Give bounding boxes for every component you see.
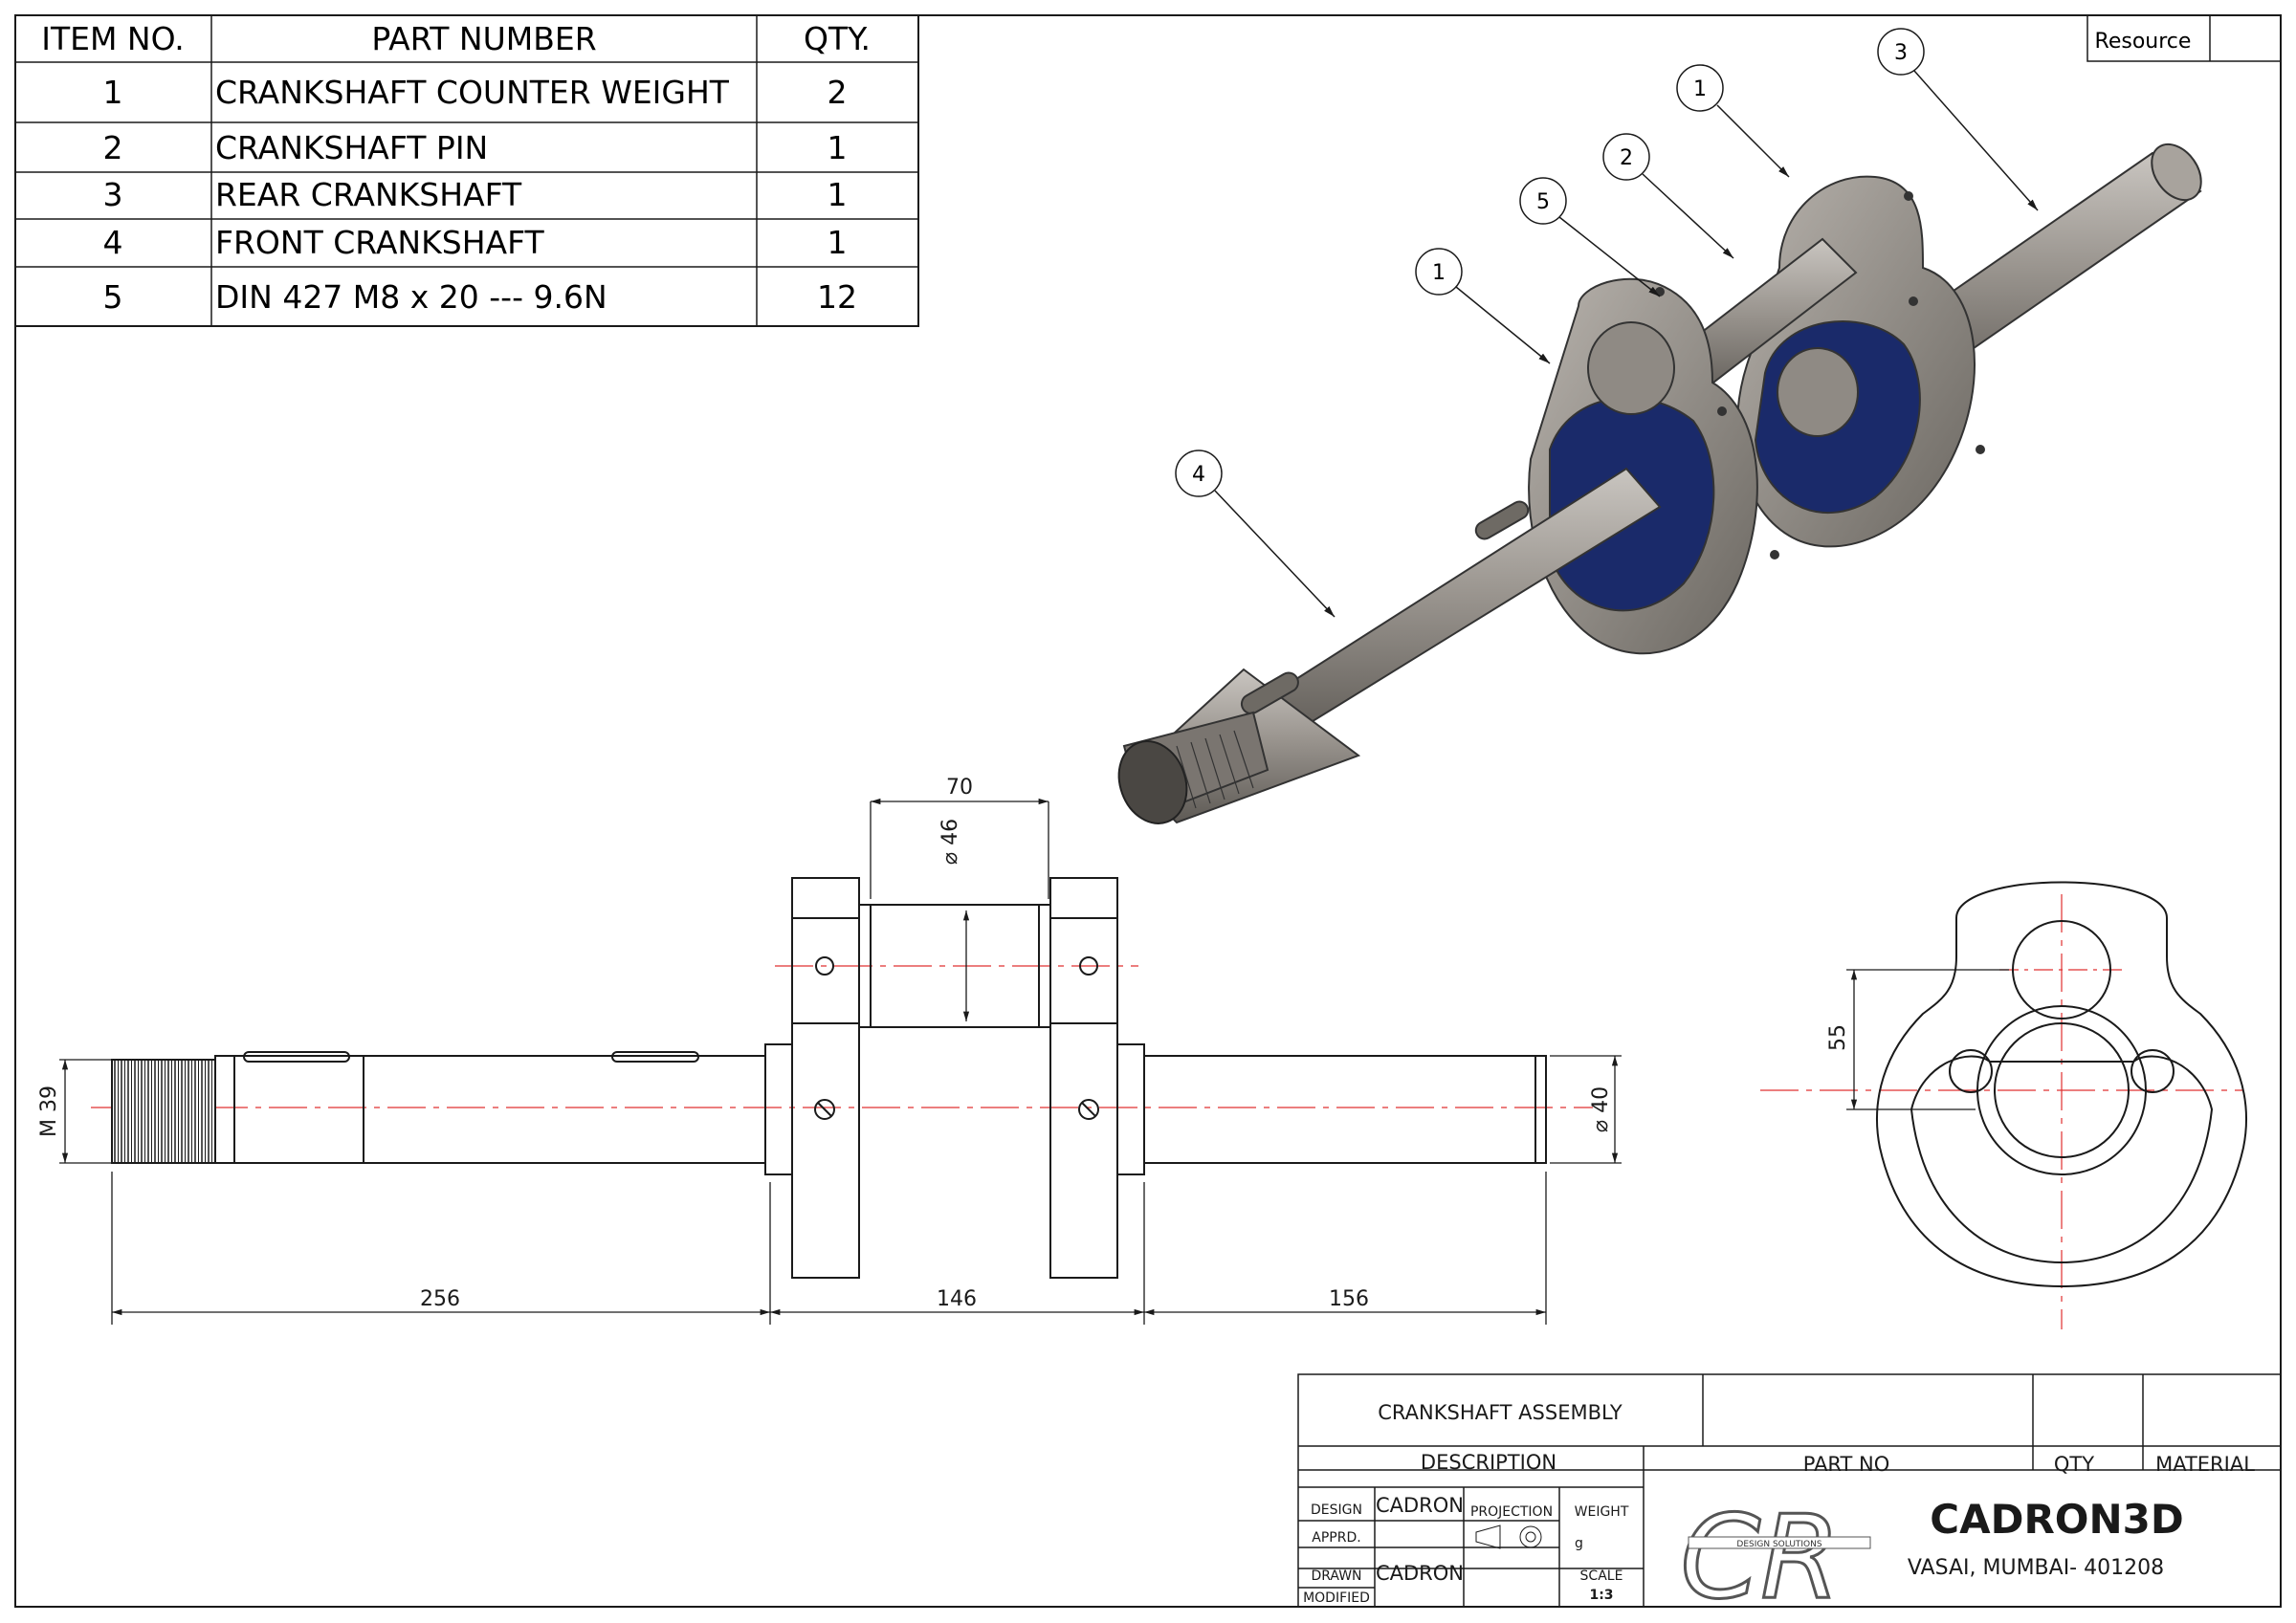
balloon-2: 2: [1602, 133, 1734, 259]
bom-row-2-item: 2: [103, 129, 123, 166]
counter-weight-recess: [1910, 1055, 2214, 1264]
tb-qty: QTY: [2054, 1453, 2094, 1476]
bom-header-item: ITEM NO.: [41, 20, 185, 57]
balloon-4-label: 4: [1192, 463, 1205, 487]
tb-modified-label: MODIFIED: [1303, 1590, 1370, 1606]
tb-address: VASAI, MUMBAI- 401208: [1908, 1556, 2164, 1580]
bom-row-2-part: CRANKSHAFT PIN: [215, 129, 488, 166]
bom-header-qty: QTY.: [804, 20, 871, 57]
tb-apprd-label: APPRD.: [1312, 1530, 1360, 1546]
bom-row-5-item: 5: [103, 278, 123, 316]
balloon-5: 5: [1519, 177, 1661, 297]
bom-header-part: PART NUMBER: [371, 20, 596, 57]
bom-row-1-part: CRANKSHAFT COUNTER WEIGHT: [215, 74, 730, 111]
tb-title: CRANKSHAFT ASSEMBLY: [1378, 1401, 1623, 1424]
bom-row-2-qty: 1: [828, 129, 848, 166]
bom-row-4-part: FRONT CRANKSHAFT: [215, 224, 544, 261]
resource-box: Resource: [2086, 14, 2282, 62]
bom-row-1-qty: 2: [828, 74, 848, 111]
tb-material: MATERIAL: [2155, 1453, 2255, 1476]
side-view: [1760, 881, 2247, 1329]
tb-description: DESCRIPTION: [1421, 1451, 1556, 1474]
tb-drawn-value: CADRON: [1376, 1562, 1464, 1585]
tb-part-no: PART NO: [1803, 1453, 1890, 1476]
tb-drawn-label: DRAWN: [1311, 1568, 1361, 1584]
balloon-1-rear-label: 1: [1693, 77, 1707, 101]
thread-section: [111, 1059, 216, 1164]
bom-row-5-part: DIN 427 M8 x 20 --- 9.6N: [215, 278, 607, 316]
bom-row-5-qty: 12: [817, 278, 857, 316]
dim-40: ⌀ 40: [1589, 1086, 1613, 1132]
bom-row-3-item: 3: [103, 176, 123, 213]
counter-weight-outline: [1876, 881, 2247, 1288]
bom-row-3-qty: 1: [828, 176, 848, 213]
counter-weight-front-side: [791, 877, 860, 1279]
logo-letters: CR: [1680, 1492, 1840, 1623]
tb-weight-value: g: [1575, 1536, 1583, 1551]
front-view: [59, 798, 1622, 1325]
tb-design-label: DESIGN: [1311, 1502, 1362, 1518]
tb-projection-label: PROJECTION: [1470, 1504, 1553, 1520]
balloon-1-rear: 1: [1676, 64, 1790, 178]
balloon-3: 3: [1877, 28, 2039, 211]
front-crankshaft-3d: [1117, 467, 1662, 824]
balloon-4: 4: [1175, 450, 1336, 618]
bom-row-3-part: REAR CRANKSHAFT: [215, 176, 522, 213]
dim-256: 256: [420, 1287, 460, 1311]
logo-subtitle: DESIGN SOLUTIONS: [1736, 1540, 1821, 1549]
rear-shaft-side: [1143, 1055, 1547, 1164]
resource-label: Resource: [2095, 30, 2192, 54]
tb-scale-value: 1:3: [1589, 1588, 1613, 1603]
dim-46: ⌀ 46: [938, 819, 962, 865]
tb-company: CADRON3D: [1930, 1496, 2183, 1543]
bom-row-1-item: 1: [103, 74, 123, 111]
bom-table: ITEM NO. PART NUMBER QTY. 1 CRANKSHAFT C…: [14, 14, 919, 327]
sheet-border: [14, 14, 2282, 1608]
tb-scale-label: SCALE: [1580, 1568, 1623, 1584]
balloon-2-label: 2: [1620, 146, 1633, 170]
bom-row-4-qty: 1: [828, 224, 848, 261]
balloon-3-label: 3: [1894, 41, 1908, 65]
keyway-1: [243, 1051, 350, 1063]
balloon-5-label: 5: [1536, 190, 1550, 214]
tb-design-value: CADRON: [1376, 1494, 1464, 1517]
dim-m39: M 39: [37, 1086, 61, 1137]
counter-weight-rear-3d: [1735, 175, 1985, 548]
dim-156: 156: [1329, 1287, 1369, 1311]
dim-146: 146: [937, 1287, 977, 1311]
balloon-1-front-label: 1: [1432, 261, 1446, 285]
title-block: [1297, 1373, 2282, 1608]
bom-row-4-item: 4: [103, 224, 123, 261]
isometric-view: 3 1 2 5 1 4: [1117, 28, 2202, 824]
counter-weight-rear-side: [1049, 877, 1118, 1279]
tb-weight-label: WEIGHT: [1575, 1504, 1629, 1520]
keyway-2: [611, 1051, 699, 1063]
dim-55: 55: [1826, 1024, 1850, 1051]
cadron-logo: CR DESIGN SOLUTIONS: [1679, 1491, 1871, 1623]
balloon-1-front: 1: [1415, 248, 1551, 364]
dim-70: 70: [946, 776, 973, 800]
